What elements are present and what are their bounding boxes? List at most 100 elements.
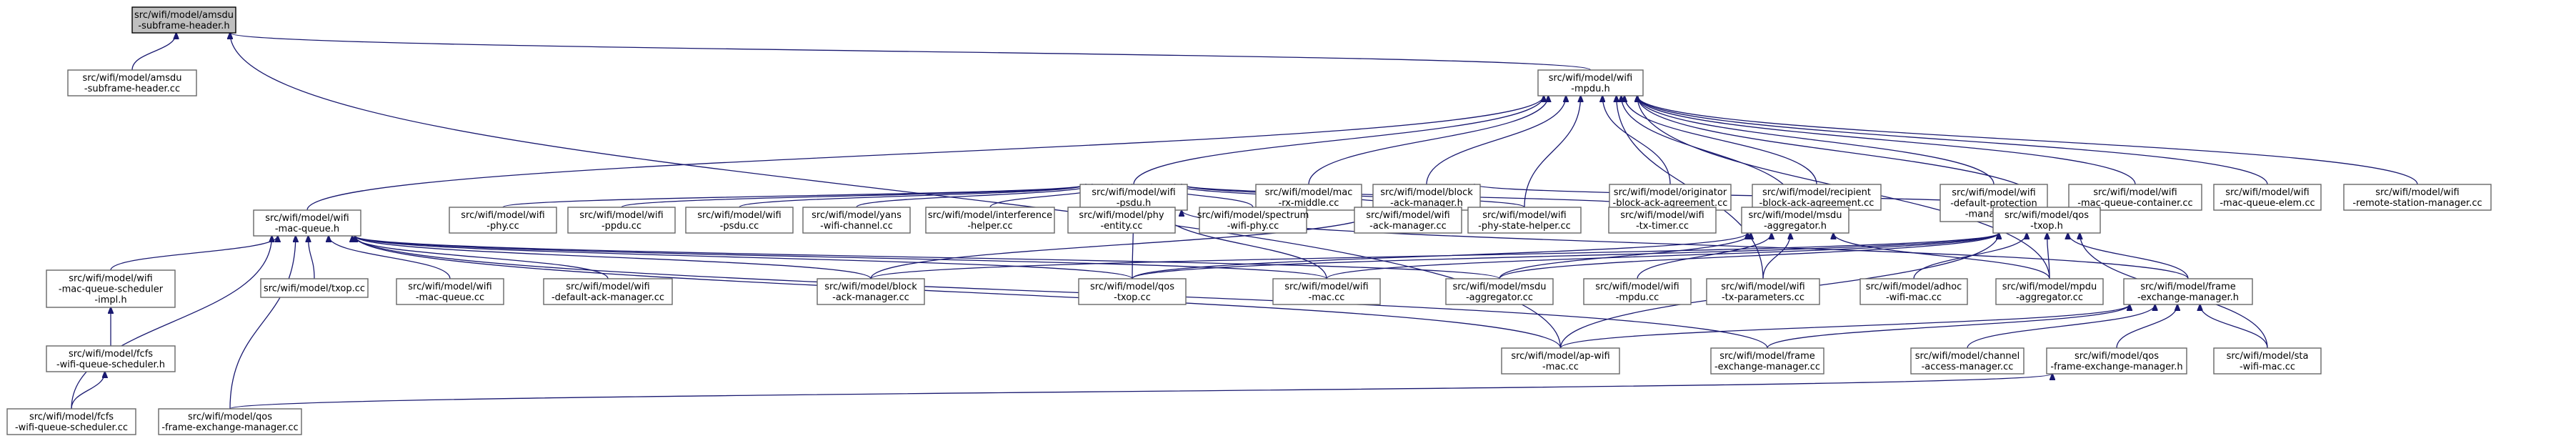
graph-node-mac-queue-sched-h[interactable]: src/wifi/model/wifi-mac-queue-scheduler-… — [46, 269, 176, 308]
graph-node-yans[interactable]: src/wifi/model/yans-wifi-channel.cc — [802, 207, 911, 234]
node-label-line: -helper.cc — [967, 221, 1012, 232]
node-label-line: src/wifi/model/wifi — [1366, 210, 1449, 221]
graph-node-default-ack[interactable]: src/wifi/model/wifi-default-ack-manager.… — [543, 278, 673, 305]
dependency-edge — [2116, 304, 2177, 349]
graph-node-psdu-cc[interactable]: src/wifi/model/wifi-psdu.cc — [685, 207, 794, 234]
graph-node-txop-cc[interactable]: src/wifi/model/txop.cc — [260, 278, 369, 298]
dependency-edge — [355, 236, 1500, 279]
dependency-edge — [1308, 96, 1548, 185]
node-label-line: src/wifi/model/block — [824, 282, 917, 292]
node-label-line: -ppdu.cc — [601, 221, 641, 232]
graph-node-tx-timer[interactable]: src/wifi/model/wifi-tx-timer.cc — [1608, 207, 1717, 234]
dependency-edge — [1762, 233, 1790, 279]
node-box — [2213, 184, 2322, 211]
graph-node-ap-wifi-mac[interactable]: src/wifi/model/ap-wifi-mac.cc — [1501, 347, 1620, 375]
node-box — [567, 207, 676, 234]
node-label-line: -mpdu.cc — [1616, 292, 1659, 303]
node-label-line: -wifi-mac.cc — [2240, 362, 2295, 372]
graph-node-mac-rx-middle[interactable]: src/wifi/model/mac-rx-middle.cc — [1255, 184, 1362, 211]
graph-node-phy-entity[interactable]: src/wifi/model/phy-entity.cc — [1067, 207, 1176, 234]
dependency-edge — [355, 236, 1327, 279]
node-label-line: src/wifi/model/qos — [2005, 210, 2089, 221]
node-label-line: -exchange-manager.cc — [1714, 362, 1820, 372]
graph-node-amsdu-h[interactable]: src/wifi/model/amsdu-subframe-header.h — [131, 6, 236, 34]
node-label-line: src/wifi/model/wifi — [1284, 282, 1368, 292]
node-box — [1859, 278, 1968, 305]
graph-node-spectrum[interactable]: src/wifi/model/spectrum-wifi-phy.cc — [1197, 207, 1309, 234]
graph-node-mac-queue-container[interactable]: src/wifi/model/wifi-mac-queue-container.… — [2068, 184, 2202, 211]
graph-node-qos-frame-exch-cc[interactable]: src/wifi/model/qos-frame-exchange-manage… — [158, 408, 302, 435]
dependency-edge — [1524, 96, 1581, 208]
node-box — [2343, 184, 2492, 211]
dependency-edge — [229, 236, 296, 410]
node-label-line: -aggregator.cc — [1466, 292, 1533, 303]
graph-node-block-ack-cc[interactable]: src/wifi/model/block-ack-manager.cc — [817, 278, 925, 305]
graph-node-qos-txop-cc[interactable]: src/wifi/model/qos-txop.cc — [1078, 278, 1187, 305]
node-label-line: -rx-middle.cc — [1279, 198, 1339, 209]
dependency-edge — [1967, 304, 2155, 349]
graph-node-sta-wifi-mac[interactable]: src/wifi/model/sta-wifi-mac.cc — [2213, 347, 2322, 375]
graph-node-psdu-h[interactable]: src/wifi/model/wifi-psdu.h — [1079, 184, 1188, 211]
dependency-edge — [1133, 96, 1544, 185]
graph-node-qos-frame-exch-h[interactable]: src/wifi/model/qos-frame-exchange-manage… — [2046, 347, 2187, 375]
dependency-edge — [1499, 233, 1999, 279]
node-label-line: -impl.h — [94, 295, 126, 306]
node-label-line: src/wifi/model/qos — [1090, 282, 1174, 292]
dependency-edge — [870, 210, 1379, 279]
graph-node-tx-params[interactable]: src/wifi/model/wifi-tx-parameters.cc — [1706, 278, 1820, 305]
node-box — [449, 207, 557, 234]
graph-node-channel-access[interactable]: src/wifi/model/channel-access-manager.cc — [1910, 347, 2025, 375]
node-label-line: -access-manager.cc — [1922, 362, 2014, 372]
node-label-line: src/wifi/model/adhoc — [1866, 282, 1962, 292]
graph-node-mpdu-agg-cc[interactable]: src/wifi/model/mpdu-aggregator.cc — [1995, 278, 2104, 305]
graph-node-wifi-mpdu-cc[interactable]: src/wifi/model/wifi-mpdu.cc — [1583, 278, 1692, 305]
node-label-line: src/wifi/model/wifi — [69, 274, 152, 284]
node-label-line: src/wifi/model/qos — [2075, 351, 2159, 362]
dependency-edge — [1833, 233, 2050, 279]
node-label-line: src/wifi/model/spectrum — [1197, 210, 1309, 221]
dependency-edge — [1499, 233, 1751, 279]
node-label-line: src/wifi/model/wifi — [408, 282, 491, 292]
graph-node-phy-cc[interactable]: src/wifi/model/wifi-phy.cc — [449, 207, 557, 234]
graph-node-adhoc[interactable]: src/wifi/model/adhoc-wifi-mac.cc — [1859, 278, 1968, 305]
graph-node-originator[interactable]: src/wifi/model/originator-block-ack-agre… — [1609, 184, 1732, 211]
dependency-edge — [306, 96, 1544, 211]
graph-node-recipient[interactable]: src/wifi/model/recipient-block-ack-agree… — [1752, 184, 1882, 211]
dependency-edge — [1624, 96, 1817, 185]
dependency-edge — [355, 236, 1133, 279]
graph-node-phy-state[interactable]: src/wifi/model/wifi-phy-state-helper.cc — [1467, 207, 1582, 234]
graph-node-mac-queue-elem[interactable]: src/wifi/model/wifi-mac-queue-elem.cc — [2213, 184, 2322, 211]
node-label-line: -wifi-queue-scheduler.h — [56, 360, 165, 370]
graph-node-block-ack-mgr-h[interactable]: src/wifi/model/block-ack-manager.h — [1372, 184, 1481, 211]
graph-node-mac-queue-h[interactable]: src/wifi/model/wifi-mac-queue.h — [253, 209, 361, 237]
node-box — [396, 278, 504, 305]
graph-node-amsdu-cc[interactable]: src/wifi/model/amsdu-subframe-header.cc — [67, 69, 197, 96]
node-label-line: -mac-queue-container.cc — [2077, 198, 2192, 209]
graph-node-interference[interactable]: src/wifi/model/interference-helper.cc — [925, 207, 1055, 234]
node-box — [1706, 278, 1820, 305]
graph-node-mac-queue-cc[interactable]: src/wifi/model/wifi-mac-queue.cc — [396, 278, 504, 305]
node-box — [158, 408, 302, 435]
node-label-line: -tx-parameters.cc — [1722, 292, 1804, 303]
node-label-line: src/wifi/model/mac — [1265, 187, 1353, 198]
graph-node-msdu-agg-cc[interactable]: src/wifi/model/msdu-aggregator.cc — [1445, 278, 1554, 305]
node-label-line: -txop.h — [2030, 221, 2063, 232]
dependency-edge — [1559, 304, 2130, 349]
graph-node-ppdu-cc[interactable]: src/wifi/model/wifi-ppdu.cc — [567, 207, 676, 234]
graph-node-ack-mgr-cc[interactable]: src/wifi/model/wifi-ack-manager.cc — [1354, 207, 1462, 234]
dependency-edge — [1637, 233, 1772, 279]
graph-node-fcfs-cc[interactable]: src/wifi/model/fcfs-wifi-queue-scheduler… — [6, 408, 136, 435]
graph-node-wifi-mac-cc[interactable]: src/wifi/model/wifi-mac.cc — [1272, 278, 1381, 305]
node-label-line: src/wifi/model/wifi — [2093, 187, 2177, 198]
node-box — [2123, 278, 2253, 305]
node-label-line: src/wifi/model/wifi — [1092, 187, 1175, 198]
graph-node-mpdu-h[interactable]: src/wifi/model/wifi-mpdu.h — [1537, 69, 1644, 96]
graph-node-frame-exch-cc[interactable]: src/wifi/model/frame-exchange-manager.cc — [1710, 347, 1824, 375]
graph-node-fcfs-h[interactable]: src/wifi/model/fcfs-wifi-queue-scheduler… — [46, 345, 176, 372]
graph-node-msdu-agg-h[interactable]: src/wifi/model/msdu-aggregator.h — [1741, 207, 1849, 234]
graph-node-frame-exch-h[interactable]: src/wifi/model/frame-exchange-manager.h — [2123, 278, 2253, 305]
dependency-edge — [502, 184, 1086, 208]
graph-node-remote-station[interactable]: src/wifi/model/wifi-remote-station-manag… — [2343, 184, 2492, 211]
dependency-edge — [71, 372, 105, 410]
graph-node-qos-txop-h[interactable]: src/wifi/model/qos-txop.h — [1992, 207, 2101, 234]
